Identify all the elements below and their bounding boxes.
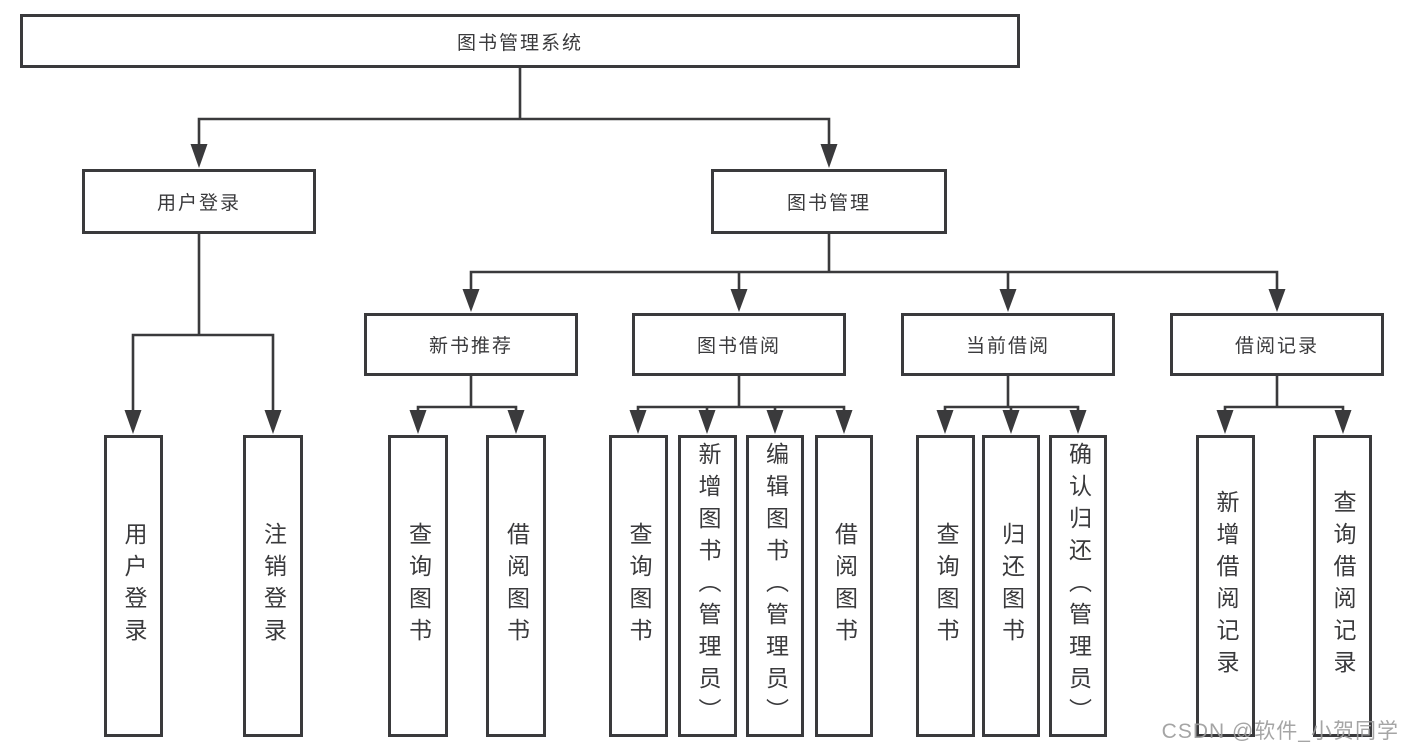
leaf-query-borrow-record: 查询借阅记录 bbox=[1313, 435, 1372, 737]
leaf-user-login: 用户登录 bbox=[104, 435, 163, 737]
leaf-query-books-3: 查询图书 bbox=[916, 435, 975, 737]
node-root-label: 图书管理系统 bbox=[456, 32, 583, 54]
node-book-management-label: 图书管理 bbox=[786, 193, 871, 214]
leaf-query-borrow-record-label: 查询借阅记录 bbox=[1330, 490, 1356, 682]
leaf-borrow-books-2: 借阅图书 bbox=[815, 435, 873, 737]
csdn-watermark: CSDN @软件_小贺同学 bbox=[1161, 720, 1399, 743]
leaf-confirm-return-admin-label: 确认归还（管理员） bbox=[1065, 442, 1092, 730]
node-book-management: 图书管理 bbox=[711, 169, 947, 234]
leaf-query-books-3-label: 查询图书 bbox=[933, 522, 959, 650]
leaf-query-books-1: 查询图书 bbox=[388, 435, 448, 737]
node-new-book-recommend: 新书推荐 bbox=[364, 313, 578, 376]
leaf-confirm-return-admin: 确认归还（管理员） bbox=[1049, 435, 1107, 737]
leaf-borrow-books-1: 借阅图书 bbox=[486, 435, 546, 737]
leaf-return-books: 归还图书 bbox=[982, 435, 1040, 737]
node-current-borrow: 当前借阅 bbox=[901, 313, 1115, 376]
node-new-book-recommend-label: 新书推荐 bbox=[428, 336, 513, 357]
node-borrow-records-label: 借阅记录 bbox=[1234, 336, 1319, 357]
leaf-logout: 注销登录 bbox=[243, 435, 303, 737]
node-user-login: 用户登录 bbox=[82, 169, 316, 234]
leaf-return-books-label: 归还图书 bbox=[998, 522, 1025, 650]
leaf-user-login-label: 用户登录 bbox=[121, 522, 147, 650]
node-book-borrow: 图书借阅 bbox=[632, 313, 846, 376]
leaf-query-books-1-label: 查询图书 bbox=[405, 522, 432, 650]
node-user-login-label: 用户登录 bbox=[156, 193, 241, 214]
leaf-edit-books-admin: 编辑图书（管理员） bbox=[746, 435, 804, 737]
leaf-edit-books-admin-label: 编辑图书（管理员） bbox=[762, 442, 789, 730]
node-book-borrow-label: 图书借阅 bbox=[696, 336, 781, 357]
node-current-borrow-label: 当前借阅 bbox=[965, 336, 1050, 357]
leaf-query-books-2-label: 查询图书 bbox=[626, 522, 652, 650]
leaf-add-books-admin-label: 新增图书（管理员） bbox=[695, 442, 721, 730]
leaf-logout-label: 注销登录 bbox=[260, 522, 287, 650]
leaf-query-books-2: 查询图书 bbox=[609, 435, 668, 737]
leaf-add-borrow-record: 新增借阅记录 bbox=[1196, 435, 1255, 737]
leaf-add-books-admin: 新增图书（管理员） bbox=[678, 435, 737, 737]
node-borrow-records: 借阅记录 bbox=[1170, 313, 1384, 376]
node-root: 图书管理系统 bbox=[20, 14, 1020, 68]
leaf-borrow-books-2-label: 借阅图书 bbox=[831, 522, 858, 650]
leaf-borrow-books-1-label: 借阅图书 bbox=[503, 522, 530, 650]
leaf-add-borrow-record-label: 新增借阅记录 bbox=[1213, 490, 1239, 682]
